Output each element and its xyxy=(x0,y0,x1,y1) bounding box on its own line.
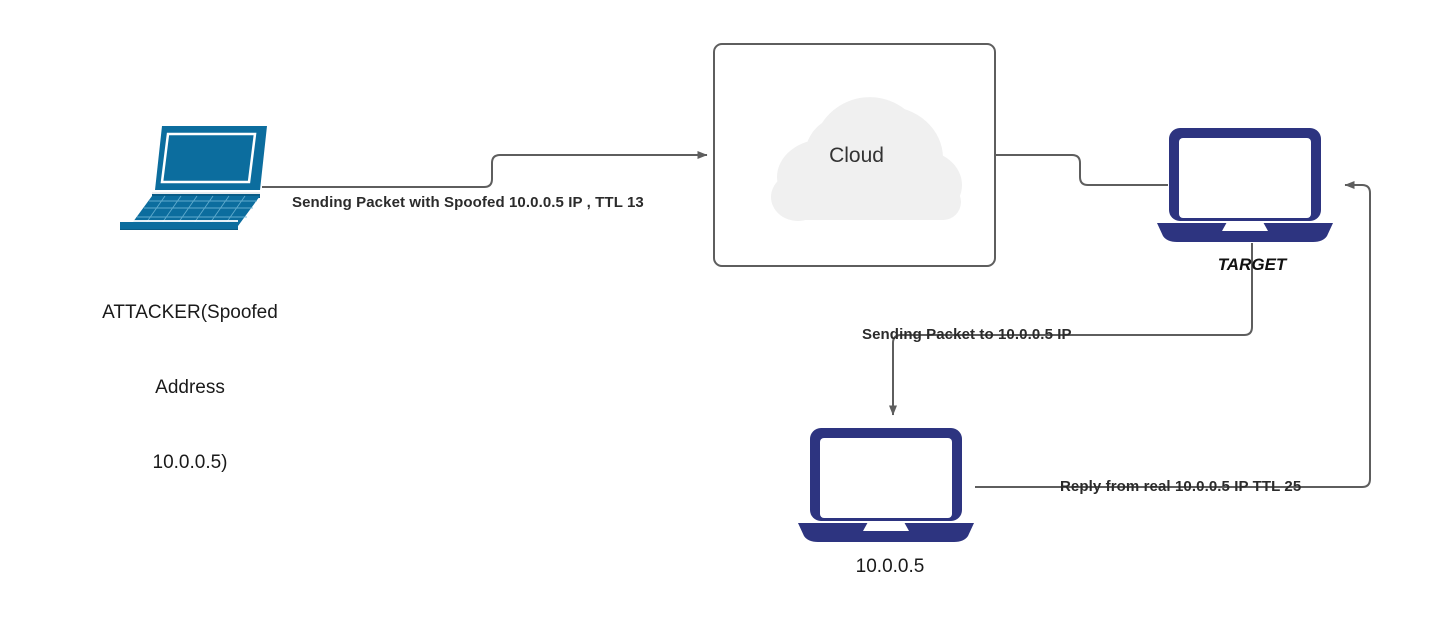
cloud-icon xyxy=(771,97,962,221)
laptop-isometric-icon xyxy=(120,126,267,230)
attacker-caption-line-2: Address xyxy=(155,377,225,398)
edge-attacker-to-cloud xyxy=(262,151,708,188)
node-cloud[interactable]: Cloud xyxy=(713,43,996,267)
edge-cloud-to-target xyxy=(996,154,1168,186)
cloud-label: Cloud xyxy=(829,144,884,167)
attacker-caption-line-3: 10.0.0.5) xyxy=(152,452,228,473)
laptop-icon xyxy=(1157,128,1333,242)
edge-target-to-victim xyxy=(889,243,1253,416)
edge-label-victim-to-target: Reply from real 10.0.0.5 IP TTL 25 xyxy=(1060,478,1302,495)
edge-label-target-to-victim: Sending Packet to 10.0.0.5 IP xyxy=(862,326,1072,343)
edge-victim-to-target xyxy=(975,181,1371,488)
laptop-icon xyxy=(798,428,974,542)
attacker-caption-line-1: ATTACKER(Spoofed xyxy=(102,302,278,323)
node-attacker[interactable] xyxy=(108,118,268,230)
edge-label-attacker-to-cloud: Sending Packet with Spoofed 10.0.0.5 IP … xyxy=(292,194,644,211)
attacker-caption: ATTACKER(Spoofed Address 10.0.0.5) xyxy=(65,250,315,525)
target-caption: TARGET xyxy=(1217,255,1287,274)
node-victim[interactable] xyxy=(796,426,991,546)
victim-caption: 10.0.0.5 xyxy=(855,556,925,577)
node-target[interactable] xyxy=(1155,126,1350,246)
